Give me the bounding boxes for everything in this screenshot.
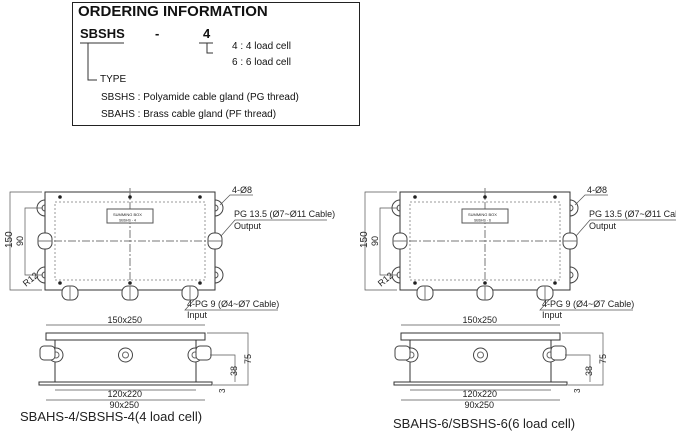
nameplate-line1: SUMMING BOX (468, 212, 497, 217)
code-dash: - (155, 26, 160, 41)
screw-icon (553, 281, 557, 285)
drawing-caption: SBAHS-6/SBSHS-6(6 load cell) (393, 416, 575, 431)
drawing-caption: SBAHS-4/SBSHS-4(4 load cell) (20, 409, 202, 424)
type-label: TYPE (100, 74, 127, 85)
load-cell-count: 4 (203, 26, 211, 41)
output-label: Output (234, 221, 262, 231)
leader-line (220, 219, 327, 237)
dim-height: 150 (4, 231, 15, 248)
dim-top: 150x250 (463, 315, 498, 325)
leader-line (574, 194, 608, 206)
nameplate-line2: SBSHS - 6 (474, 219, 491, 223)
option-4: 4 : 4 load cell (232, 41, 291, 52)
screw-icon (413, 281, 417, 285)
nameplate (106, 208, 154, 224)
type-sbahs: SBAHS : Brass cable gland (PF thread) (101, 109, 277, 120)
dim-total-height: 75 (598, 354, 608, 364)
lid (400, 332, 561, 341)
output-cable-label: PG 13.5 (Ø7~Ø11 Cable) (234, 209, 335, 219)
flange (393, 381, 568, 386)
dim-mid: 120x220 (108, 389, 143, 399)
nameplate (461, 208, 509, 224)
input-cable-label: 4-PG 9 (Ø4~Ø7 Cable) (187, 299, 279, 309)
dimension-line (9, 191, 42, 291)
dim-total-height: 75 (243, 354, 253, 364)
screw-icon (483, 281, 487, 285)
screw-icon (58, 281, 62, 285)
screw-icon (128, 281, 132, 285)
screw-icon (58, 195, 62, 199)
screw-icon (413, 195, 417, 199)
leader-line (575, 219, 676, 237)
dimension-line (364, 191, 397, 291)
hole-label: 4-Ø8 (587, 185, 607, 195)
screw-icon (198, 281, 202, 285)
screw-icon (128, 195, 132, 199)
screw-icon (553, 195, 557, 199)
dimension-line (210, 354, 236, 382)
nameplate-line1: SUMMING BOX (113, 212, 142, 217)
output-label: Output (589, 221, 617, 231)
leader-line (184, 299, 278, 311)
input-label: Input (542, 310, 563, 320)
dim-flange: 3 (218, 388, 227, 393)
side-gland-icon (39, 345, 56, 361)
dim-mid: 120x220 (463, 389, 498, 399)
gland-core (122, 351, 129, 359)
option-6: 6 : 6 load cell (232, 57, 291, 68)
dim-mid-height: 38 (229, 366, 239, 376)
dim-mid-height: 38 (584, 366, 594, 376)
dimension-line (24, 207, 43, 276)
nameplate-line2: SBSHS - 4 (119, 219, 136, 223)
dim-top: 150x250 (108, 315, 143, 325)
dimension-line (207, 332, 249, 386)
model-code: SBSHS (80, 26, 125, 41)
leader-line (539, 299, 633, 311)
dimension-line (562, 332, 604, 386)
dim-inner: 90 (370, 236, 380, 246)
dim-height: 150 (359, 231, 370, 248)
type-sbshs: SBSHS : Polyamide cable gland (PG thread… (101, 92, 299, 103)
side-gland-icon (394, 345, 411, 361)
dim-bottom: 90x250 (465, 400, 495, 410)
flange (38, 381, 213, 386)
ordering-title: ORDERING INFORMATION (78, 3, 268, 20)
dim-bottom: 90x250 (110, 400, 140, 410)
ordering-leaders (80, 42, 213, 81)
side-gland-icon (195, 345, 212, 361)
dimension-line (565, 354, 591, 382)
input-label: Input (187, 310, 208, 320)
dim-flange: 3 (573, 388, 582, 393)
hole-label: 4-Ø8 (232, 185, 252, 195)
input-cable-label: 4-PG 9 (Ø4~Ø7 Cable) (542, 299, 634, 309)
side-gland-icon (550, 345, 567, 361)
leader-line (219, 194, 253, 206)
gland-core (477, 351, 484, 359)
screw-icon (198, 195, 202, 199)
dim-inner: 90 (15, 236, 25, 246)
side-gland-icon (118, 347, 133, 363)
output-cable-label: PG 13.5 (Ø7~Ø11 Cable) (589, 209, 676, 219)
screw-icon (483, 195, 487, 199)
lid (45, 332, 206, 341)
side-gland-icon (473, 347, 488, 363)
ordering-information-box (72, 2, 360, 126)
dimension-line (379, 207, 398, 276)
